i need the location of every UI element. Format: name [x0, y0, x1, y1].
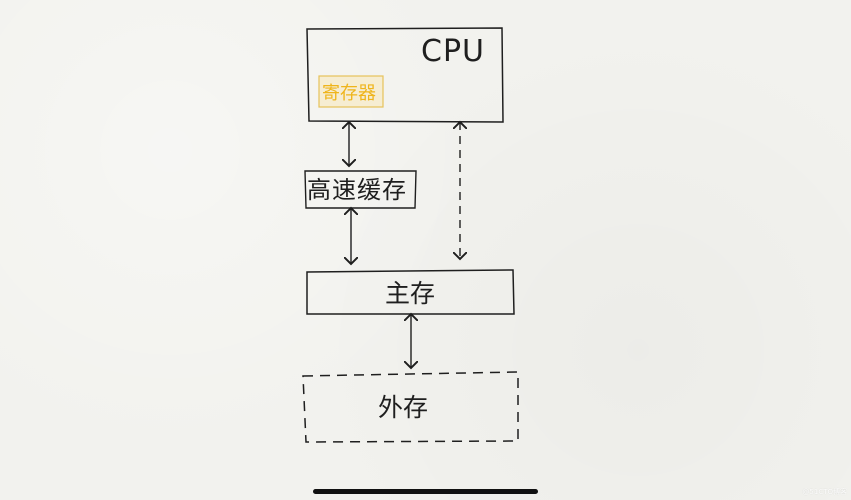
cache-box — [304, 170, 417, 209]
cpu-label: CPU — [421, 34, 485, 69]
external-storage-label: 外存 — [378, 393, 428, 422]
register-box — [318, 75, 384, 108]
watermark-text: @51CTO博客 — [802, 488, 847, 496]
main-memory-box — [306, 269, 515, 315]
home-indicator — [313, 489, 538, 494]
cache-label: 高速缓存 — [307, 176, 407, 204]
main-memory-label: 主存 — [385, 279, 435, 308]
external-storage-box — [302, 371, 519, 443]
cpu-box — [306, 27, 504, 123]
register-label: 寄存器 — [322, 83, 376, 104]
